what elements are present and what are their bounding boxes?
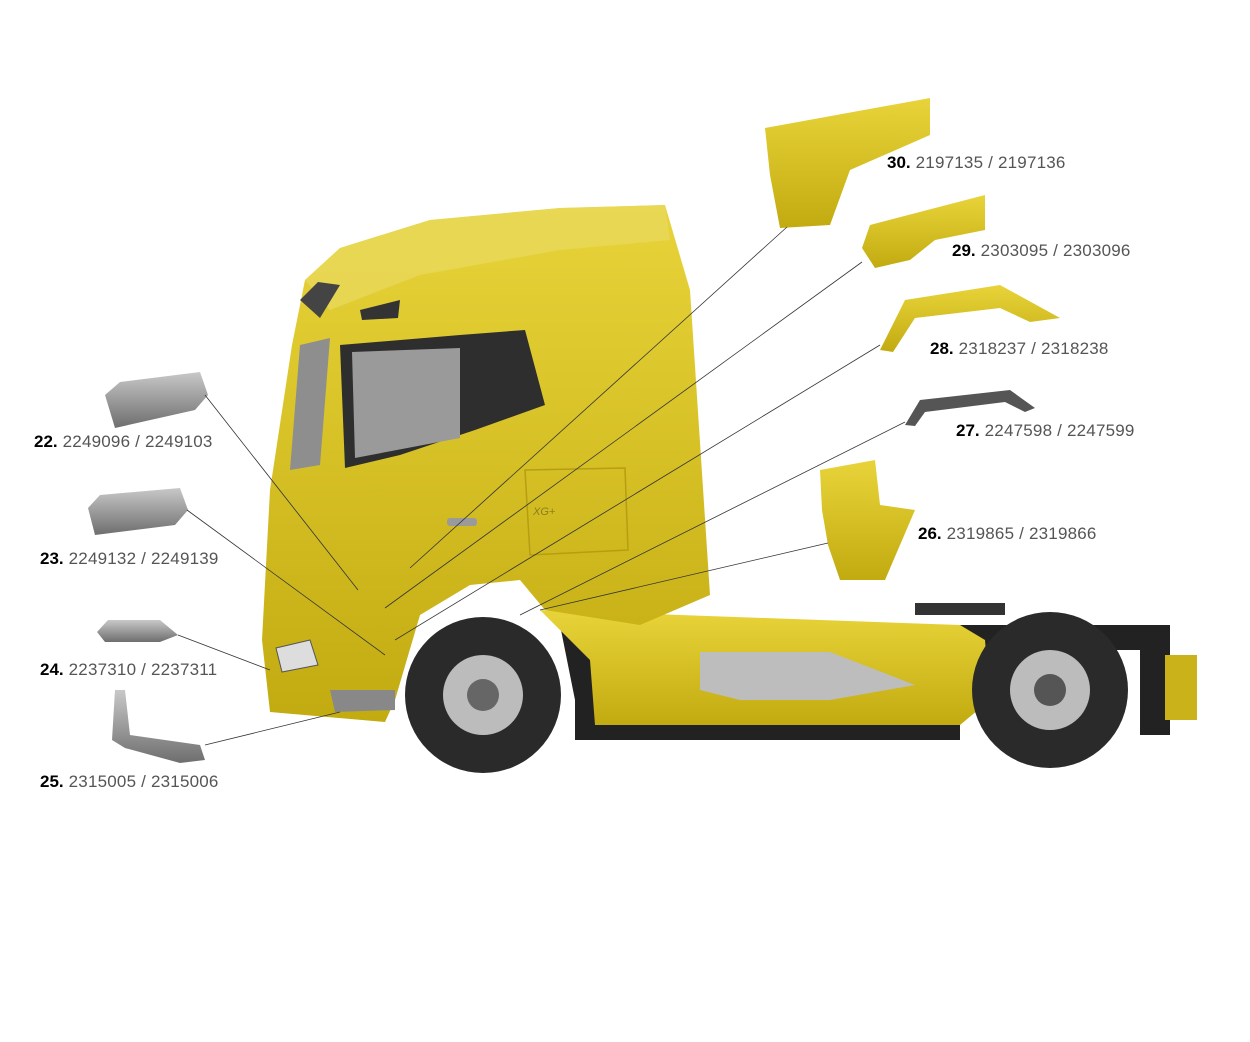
leader-29 xyxy=(384,261,863,609)
part-numbers: 2318237 / 2318238 xyxy=(958,339,1109,358)
leader-23 xyxy=(186,509,386,656)
part-25-bracket xyxy=(112,690,205,763)
leader-22 xyxy=(204,394,359,591)
part-numbers: 2237310 / 2237311 xyxy=(68,660,218,679)
leader-25 xyxy=(204,711,341,746)
part-label-24: 24.2237310 / 2237311 xyxy=(40,660,217,680)
part-numbers: 2197135 / 2197136 xyxy=(915,153,1066,172)
leader-lines xyxy=(177,226,906,746)
skirt-trim xyxy=(700,652,915,700)
part-label-28: 28.2318237 / 2318238 xyxy=(930,339,1109,359)
part-label-22: 22.2249096 / 2249103 xyxy=(34,432,213,452)
part-24-step xyxy=(97,620,178,642)
part-label-23: 23.2249132 / 2249139 xyxy=(40,549,219,569)
part-number-index: 23. xyxy=(40,549,64,568)
part-27-arch-trim xyxy=(905,390,1035,426)
windscreen xyxy=(290,338,330,470)
front-wheel xyxy=(405,617,561,773)
part-number-index: 29. xyxy=(952,241,976,260)
door-handle xyxy=(447,518,477,526)
part-label-25: 25.2315005 / 2315006 xyxy=(40,772,219,792)
storage-hatch xyxy=(524,467,629,556)
part-numbers: 2247598 / 2247599 xyxy=(984,421,1135,440)
part-22-step xyxy=(105,372,208,428)
part-number-index: 25. xyxy=(40,772,64,791)
part-label-26: 26.2319865 / 2319866 xyxy=(918,524,1097,544)
leader-26 xyxy=(539,542,829,611)
leader-24 xyxy=(177,634,271,671)
front-step xyxy=(330,690,395,712)
part-number-index: 28. xyxy=(930,339,954,358)
part-label-29: 29.2303095 / 2303096 xyxy=(952,241,1131,261)
cab-sunvisor xyxy=(300,282,340,318)
leader-28 xyxy=(394,344,881,641)
part-number-index: 22. xyxy=(34,432,58,451)
rear-light xyxy=(1165,655,1197,720)
part-30-cab-panel xyxy=(765,98,930,228)
part-numbers: 2319865 / 2319866 xyxy=(946,524,1097,543)
part-26-step-housing xyxy=(820,460,915,580)
part-label-30: 30.2197135 / 2197136 xyxy=(887,153,1066,173)
leader-30 xyxy=(409,226,788,569)
headlight xyxy=(275,639,319,673)
cab-roof-shade xyxy=(305,205,670,310)
rear-wheel xyxy=(972,612,1128,768)
part-number-index: 30. xyxy=(887,153,911,172)
part-numbers: 2303095 / 2303096 xyxy=(980,241,1131,260)
part-number-index: 24. xyxy=(40,660,64,679)
window-glass xyxy=(352,348,460,458)
part-23-step xyxy=(88,488,188,535)
fifth-wheel xyxy=(915,603,1005,615)
mirror xyxy=(360,300,400,320)
truck: XG+ xyxy=(262,205,1197,773)
part-numbers: 2249096 / 2249103 xyxy=(62,432,213,451)
cab xyxy=(262,205,710,722)
part-29-cab-trim xyxy=(862,195,985,268)
part-number-index: 27. xyxy=(956,421,980,440)
model-badge: XG+ xyxy=(532,506,556,518)
part-label-27: 27.2247598 / 2247599 xyxy=(956,421,1135,441)
part-numbers: 2249132 / 2249139 xyxy=(68,549,219,568)
part-numbers: 2315005 / 2315006 xyxy=(68,772,219,791)
leader-27 xyxy=(519,421,906,616)
part-number-index: 26. xyxy=(918,524,942,543)
part-28-wheel-arch xyxy=(880,285,1060,352)
